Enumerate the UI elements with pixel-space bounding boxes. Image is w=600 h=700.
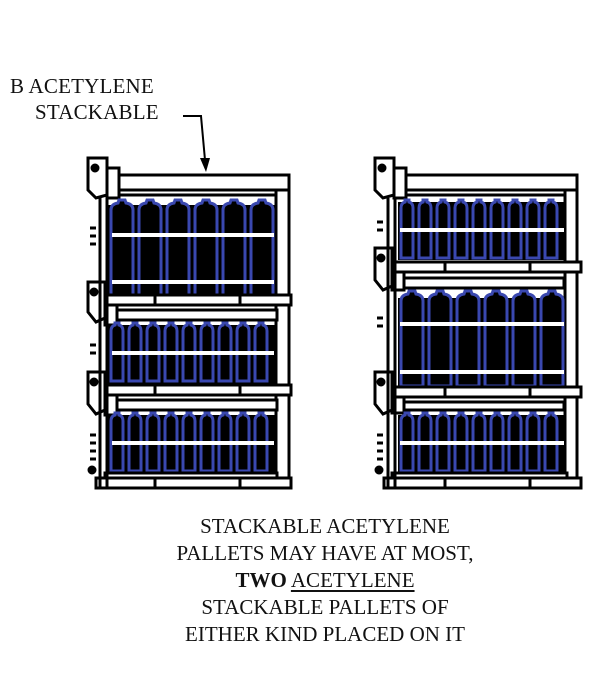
- callout-line-1: B ACETYLENE: [10, 74, 154, 98]
- right-stack: [373, 156, 583, 490]
- caption-line-4: STACKABLE PALLETS OF: [201, 595, 449, 619]
- left-stack: [86, 156, 293, 490]
- callout-line-2: STACKABLE: [35, 100, 159, 124]
- caption-line-2: PALLETS MAY HAVE AT MOST,: [176, 541, 474, 565]
- caption-line-5: EITHER KIND PLACED ON IT: [185, 622, 465, 646]
- caption-underlined-acetylene: ACETYLENE: [290, 568, 415, 592]
- callout-label: B ACETYLENE STACKABLE: [10, 73, 159, 125]
- caption-bold-two: TWO: [235, 568, 287, 592]
- callout-arrow: [183, 115, 210, 172]
- caption-line-3: TWO ACETYLENE: [100, 567, 550, 594]
- caption-line-1: STACKABLE ACETYLENE: [200, 514, 450, 538]
- caption: STACKABLE ACETYLENE PALLETS MAY HAVE AT …: [100, 513, 550, 648]
